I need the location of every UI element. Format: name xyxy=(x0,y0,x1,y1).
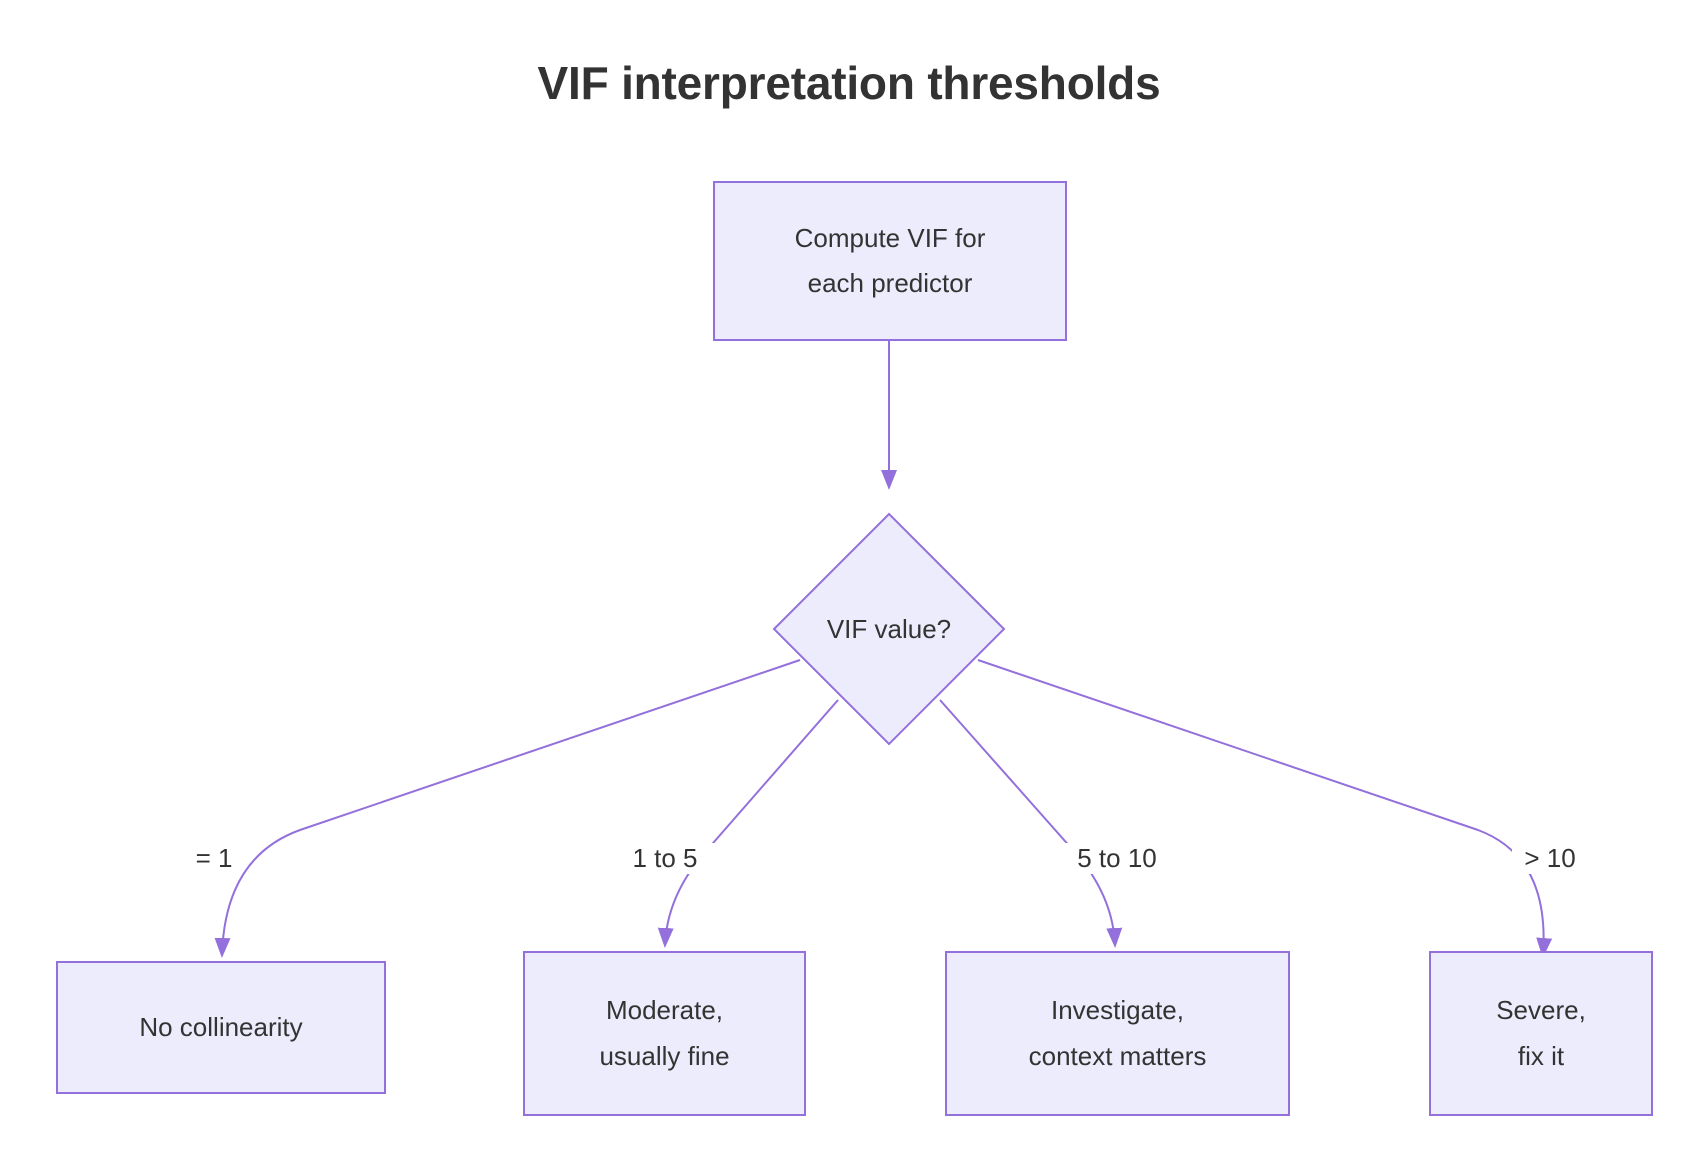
node-moderate-label: Moderate, usually fine xyxy=(599,995,730,1071)
node-severe[interactable]: Severe, fix it xyxy=(1429,951,1653,1116)
edge-decision-to-none xyxy=(214,659,801,958)
page-title: VIF interpretation thresholds xyxy=(537,57,1161,109)
edge-label-equals-1: = 1 xyxy=(186,843,242,874)
node-vif-value-label: VIF value? xyxy=(826,613,952,644)
node-severe-label: Severe, fix it xyxy=(1496,995,1586,1071)
node-vif-value-decision[interactable]: VIF value? xyxy=(772,512,1006,746)
edge-label-greater-10: > 10 xyxy=(1512,843,1588,874)
node-compute-vif-label: Compute VIF for each predictor xyxy=(794,222,986,299)
edge-decision-to-severe xyxy=(977,659,1553,958)
node-investigate[interactable]: Investigate, context matters xyxy=(945,951,1290,1116)
edge-label-5-to-10: 5 to 10 xyxy=(1062,843,1172,874)
node-compute-vif[interactable]: Compute VIF for each predictor xyxy=(713,181,1067,341)
node-no-collinearity[interactable]: No collinearity xyxy=(56,961,386,1094)
edge-label-1-to-5: 1 to 5 xyxy=(615,843,715,874)
node-investigate-label: Investigate, context matters xyxy=(1028,995,1207,1071)
node-moderate[interactable]: Moderate, usually fine xyxy=(523,951,806,1116)
diamond-shape-icon xyxy=(772,512,1006,746)
node-no-collinearity-label: No collinearity xyxy=(139,1011,303,1042)
